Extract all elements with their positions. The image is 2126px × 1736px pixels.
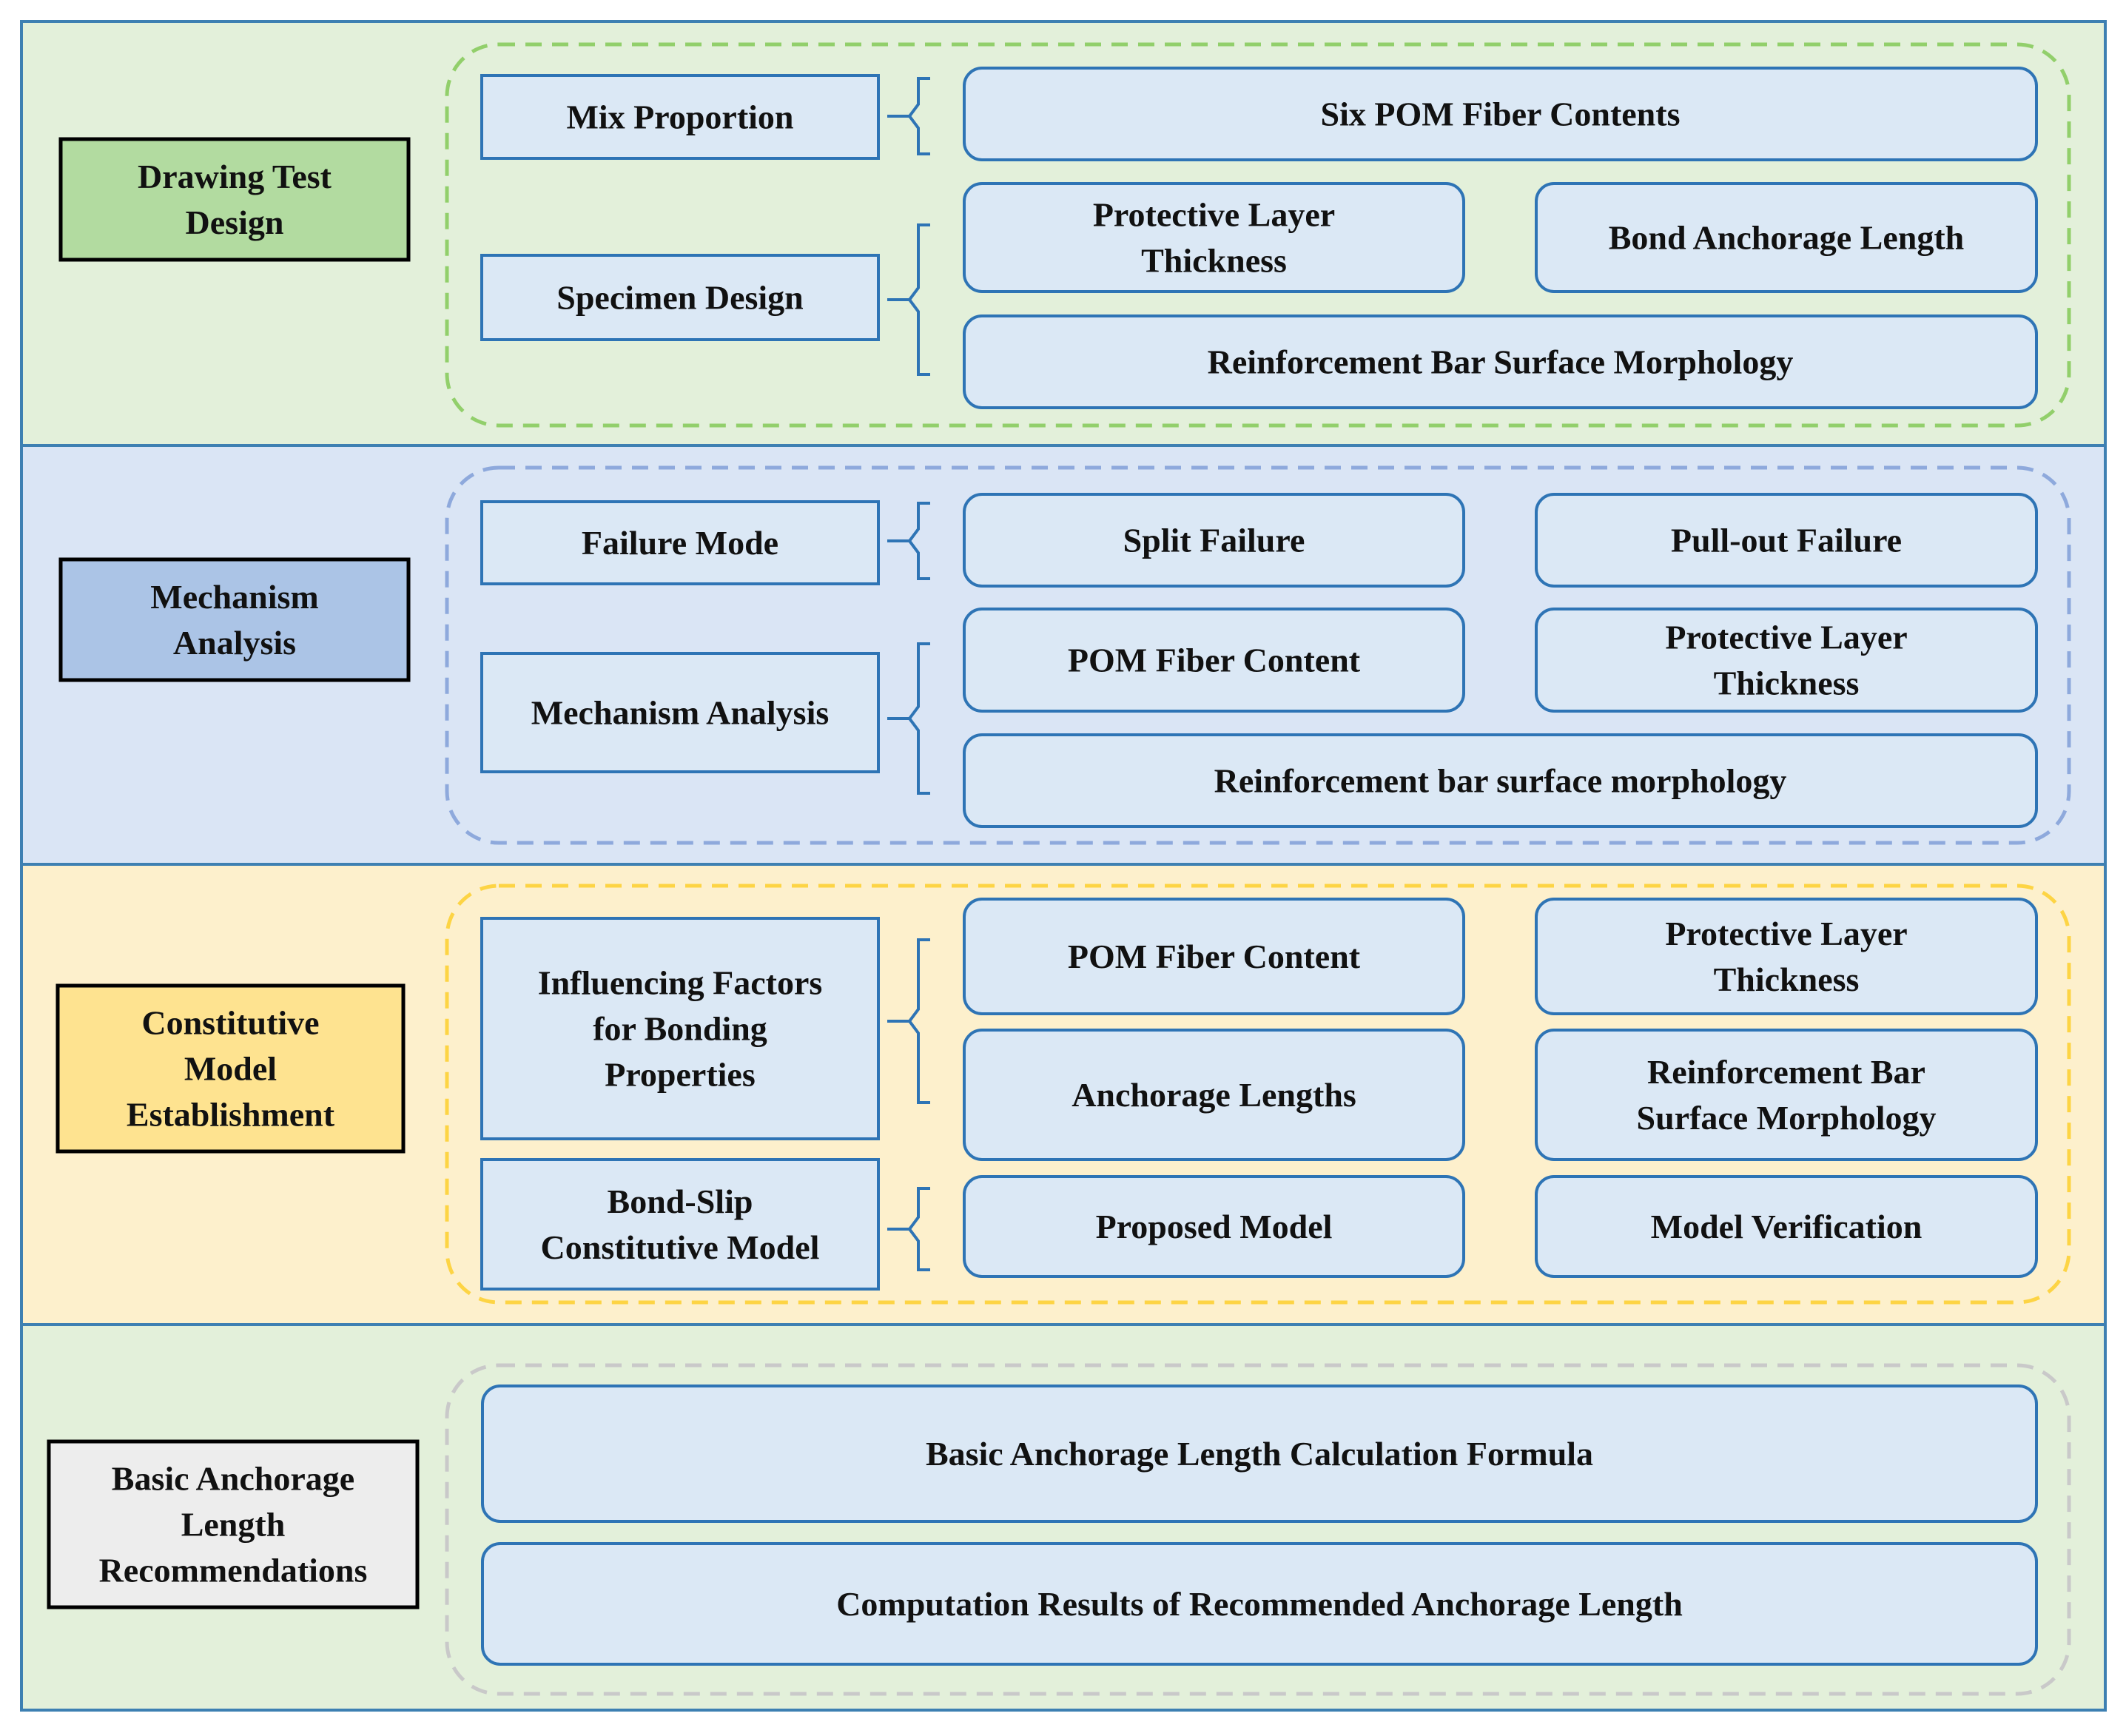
item-box	[963, 182, 1465, 293]
item-box	[1535, 493, 2038, 588]
item-box	[1535, 1029, 2038, 1161]
item-box-text-line: Pull-out Failure	[1671, 522, 1902, 559]
category-box-text-line: Bond-Slip	[608, 1182, 753, 1220]
item-box	[963, 314, 2038, 409]
item-box-text-line: Proposed Model	[1096, 1208, 1333, 1245]
item-box-text-line: Thickness	[1141, 242, 1287, 280]
section-label-text-line: Model	[184, 1050, 277, 1088]
item-box-text-line: Surface Morphology	[1636, 1099, 1936, 1137]
item-box-text-line: Bond Anchorage Length	[1609, 219, 1965, 257]
section-label-text-line: Mechanism	[150, 578, 318, 616]
category-box-text-line: Failure Mode	[582, 524, 778, 562]
section-label-text-line: Constitutive	[141, 1004, 319, 1042]
section-label-text-line: Design	[186, 203, 284, 241]
item-box-text-line: Computation Results of Recommended Ancho…	[836, 1585, 1683, 1623]
bracket-connector	[887, 502, 930, 580]
dashed-group-frame	[445, 884, 2071, 1305]
item-box-text-line: Protective Layer	[1665, 915, 1907, 952]
item-box	[963, 493, 1465, 588]
item-box	[1535, 1175, 2038, 1278]
item-box	[963, 1175, 1465, 1278]
category-box-text-line: Specimen Design	[556, 279, 804, 317]
item-box-text-line: Protective Layer	[1093, 196, 1335, 234]
category-box-text-line: for Bonding	[593, 1010, 767, 1048]
item-box-text-line: Split Failure	[1123, 522, 1305, 559]
item-box-text-line: Anchorage Lengths	[1072, 1076, 1356, 1114]
item-box	[481, 1542, 2038, 1666]
item-box	[963, 898, 1465, 1015]
section-label	[55, 983, 406, 1154]
section-label	[58, 557, 411, 682]
item-box	[1535, 898, 2038, 1015]
dashed-group-frame	[445, 42, 2071, 428]
item-box-text-line: Model Verification	[1651, 1208, 1923, 1245]
category-box-text-line: Properties	[605, 1056, 756, 1094]
item-box-text-line: POM Fiber Content	[1068, 938, 1361, 975]
item-box-text-line: Reinforcement Bar	[1647, 1053, 1925, 1091]
category-box	[480, 1158, 880, 1291]
item-box-text-line: Basic Anchorage Length Calculation Formu…	[926, 1435, 1593, 1473]
category-box-text-line: Mechanism Analysis	[531, 694, 830, 732]
category-box	[480, 500, 880, 585]
bracket-connector	[887, 77, 930, 155]
bracket-connector	[887, 223, 930, 376]
item-box	[481, 1385, 2038, 1523]
category-box	[480, 254, 880, 341]
item-box	[1535, 182, 2038, 293]
category-box-text-line: Constitutive Model	[541, 1228, 820, 1266]
category-box	[480, 917, 880, 1140]
section-label-text-line: Recommendations	[99, 1552, 368, 1589]
item-box-text-line: POM Fiber Content	[1068, 642, 1361, 679]
item-box-text-line: Six POM Fiber Contents	[1321, 95, 1681, 133]
bracket-connector	[887, 1187, 930, 1271]
section-label-text-line: Establishment	[127, 1096, 335, 1134]
bracket-connector	[887, 938, 930, 1104]
section-label-text-line: Basic Anchorage	[112, 1460, 354, 1498]
item-box	[963, 733, 2038, 828]
item-box	[1535, 608, 2038, 713]
category-box	[480, 74, 880, 160]
section-label-text-line: Drawing Test	[138, 158, 332, 195]
item-box-text-line: Thickness	[1714, 665, 1860, 702]
dashed-group-frame	[445, 465, 2071, 845]
category-box-text-line: Influencing Factors	[538, 964, 823, 1002]
item-box	[963, 67, 2038, 161]
item-box	[963, 1029, 1465, 1161]
dashed-group-frame	[445, 1363, 2071, 1696]
section-label	[58, 137, 411, 262]
category-box-text-line: Mix Proportion	[566, 98, 793, 136]
section-label-text-line: Analysis	[173, 624, 296, 662]
section-label	[47, 1439, 420, 1609]
item-box-text-line: Protective Layer	[1665, 619, 1907, 656]
bracket-connector	[887, 642, 930, 795]
item-box-text-line: Thickness	[1714, 960, 1860, 998]
item-box-text-line: Reinforcement Bar Surface Morphology	[1208, 343, 1794, 381]
category-box	[480, 652, 880, 773]
section-label-text-line: Length	[181, 1506, 286, 1544]
item-box-text-line: Reinforcement bar surface morphology	[1214, 762, 1787, 800]
item-box	[963, 608, 1465, 713]
